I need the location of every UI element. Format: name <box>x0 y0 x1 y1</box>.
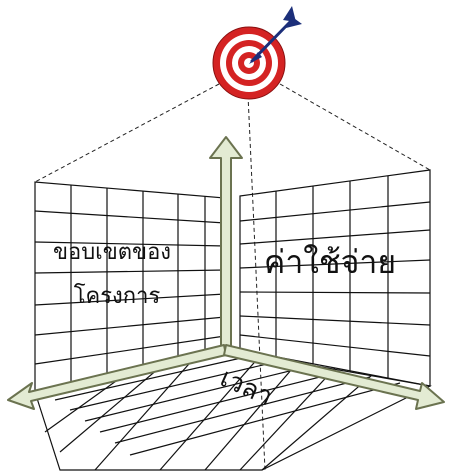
guide-right <box>280 84 430 170</box>
guide-left <box>35 84 219 182</box>
cost-label: ค่าใช้จ่าย <box>264 243 396 281</box>
time-label: เวลา <box>215 363 277 412</box>
scope-label-line2: โครงการ <box>74 283 161 309</box>
scope-label-line1: ขอบเขตของ <box>53 240 171 265</box>
guide-center <box>248 95 265 470</box>
